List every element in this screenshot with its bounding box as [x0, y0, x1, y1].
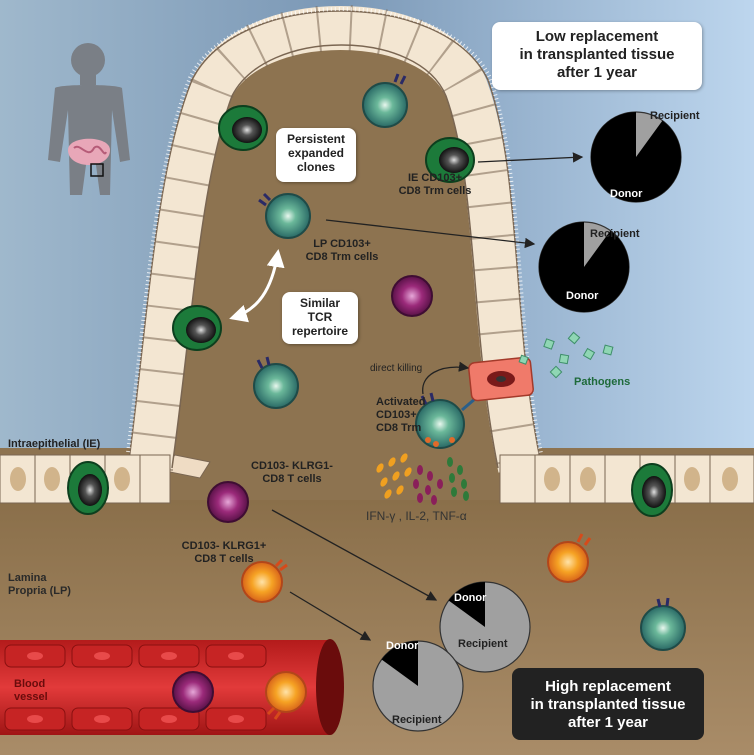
- pathogens-label: Pathogens: [574, 376, 631, 388]
- arrow-klrg1neg-to-pie: [271, 509, 438, 601]
- klrg1-negative-cell: [207, 481, 249, 523]
- lp-trm-label: LP CD103+CD8 Trm cells: [305, 238, 379, 263]
- direct-killing-label: direct killing: [370, 363, 423, 374]
- arrow-direct-killing: [422, 361, 470, 395]
- klrg1-pos-label: CD103- KLRG1+CD8 T cells: [181, 540, 267, 565]
- pathogen-icon: [518, 331, 614, 379]
- blood-vessel: [0, 639, 344, 735]
- epithelium-right-base: [499, 454, 754, 504]
- low-replacement-box: Low replacement in transplanted tissue a…: [492, 22, 702, 90]
- arrow-similar-tcr: [229, 249, 285, 323]
- klrg1-negative-cell: [172, 671, 214, 713]
- intestine-icon: [68, 138, 110, 177]
- klrg1-negative-cell: [391, 275, 433, 317]
- ie-trm-cell: [172, 305, 222, 351]
- pie-charts: [372, 111, 682, 732]
- pie-label-recipient: Recipient: [392, 714, 442, 726]
- pie-label-donor: Donor: [610, 188, 643, 200]
- low-replacement-line1: Low replacement: [535, 28, 659, 45]
- arrow-klrg1pos-to-pie: [289, 591, 372, 641]
- cytokines-label: IFN-γ , IL-2, TNF-α: [366, 509, 467, 523]
- lp-trm-cell: [362, 73, 408, 128]
- arrow-ie-to-pie: [477, 152, 584, 163]
- pie-slice-donor: [591, 112, 681, 203]
- similar-line3: repertoire: [291, 324, 349, 338]
- ie-label: Intraepithelial (IE): [8, 438, 101, 450]
- pie-label-donor: Donor: [566, 290, 599, 302]
- pie-label-donor: Donor: [454, 592, 487, 604]
- ie-trm-label: IE CD103+CD8 Trm cells: [398, 172, 472, 197]
- high-replacement-box: High replacement in transplanted tissue …: [512, 668, 704, 740]
- pie-label-recipient: Recipient: [590, 228, 640, 240]
- similar-tcr-box: Similar TCR repertoire: [282, 292, 358, 344]
- villus-core: [0, 37, 754, 500]
- persistent-line2: expanded: [287, 146, 344, 160]
- cytokines: [376, 453, 469, 505]
- klrg1-positive-cell: [265, 671, 307, 720]
- persistent-line3: clones: [296, 160, 335, 174]
- low-replacement-line2: in transplanted tissue: [519, 46, 675, 63]
- klrg1-positive-cell: [241, 558, 288, 603]
- lp-trm-cell: [640, 597, 686, 651]
- pie-slice-donor: [539, 222, 629, 312]
- lp-trm-cell: [258, 192, 311, 239]
- pie-slice-donor: [448, 582, 485, 627]
- pie-slice-donor: [381, 641, 418, 686]
- arrow-lp-to-pie: [325, 219, 536, 249]
- ie-trm-cell: [67, 461, 109, 515]
- klrg1-neg-label: CD103- KLRG1-CD8 T cells: [251, 460, 333, 485]
- lp-trm-cell: [253, 356, 299, 409]
- infected-cell: [468, 356, 534, 402]
- persistent-clones-box: Persistent expanded clones: [276, 128, 356, 182]
- pie-label-donor: Donor: [386, 640, 419, 652]
- high-replacement-line3: after 1 year: [567, 714, 649, 731]
- persistent-line1: Persistent: [286, 132, 346, 146]
- low-replacement-line3: after 1 year: [556, 64, 638, 81]
- similar-line2: TCR: [307, 310, 333, 324]
- high-replacement-line1: High replacement: [545, 678, 671, 695]
- klrg1-positive-cell: [547, 533, 592, 583]
- epithelial-layer: [128, 6, 542, 473]
- ie-trm-cell: [218, 105, 268, 151]
- high-replacement-line2: in transplanted tissue: [530, 696, 686, 713]
- ie-trm-cell: [425, 137, 475, 183]
- similar-line1: Similar: [299, 296, 341, 310]
- ie-trm-cell: [631, 463, 673, 517]
- pie-label-recipient: Recipient: [650, 110, 700, 122]
- pie-label-recipient: Recipient: [458, 638, 508, 650]
